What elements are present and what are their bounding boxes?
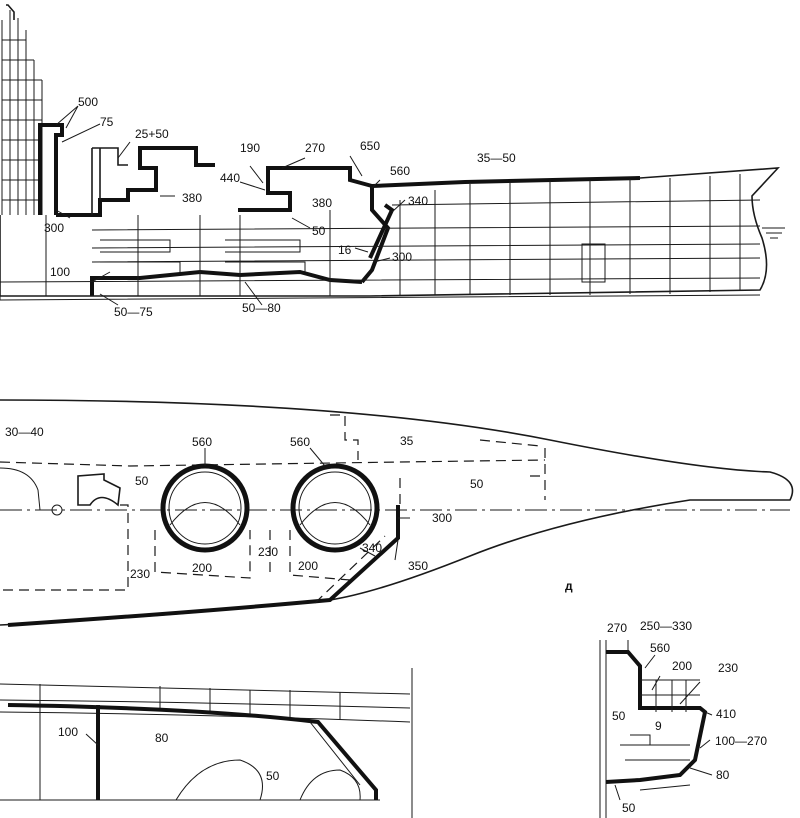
belt-armor-plan: [7, 505, 400, 627]
hull-outline: [0, 167, 780, 297]
plan-label-50-a: 50: [135, 474, 149, 488]
forward-superstructure-armor: [56, 146, 215, 217]
cs-label-560: 560: [650, 641, 670, 655]
cs-label-100-270: 100—270: [715, 734, 767, 748]
cs-label-9: 9: [655, 719, 662, 733]
label-50: 50: [312, 224, 326, 238]
cs-label-50-a: 50: [612, 709, 626, 723]
plan-label-200-a: 200: [192, 561, 212, 575]
label-35-50: 35—50: [477, 151, 516, 165]
plan-label-340: 340: [362, 541, 382, 555]
right-cross-section: 270 250—330 560 200 230 50 9 410 100—270…: [599, 619, 767, 818]
label-340: 340: [408, 194, 428, 208]
armored-deck-section: [7, 703, 378, 800]
conning-tower-armor: [38, 123, 64, 215]
barbette-1-armor: [238, 166, 373, 212]
label-440: 440: [220, 171, 240, 185]
main-deck-armor: [90, 269, 363, 296]
bottom-section-view: 100 80 50: [0, 668, 413, 818]
section-label-100: 100: [58, 725, 78, 739]
cs-label-200: 200: [672, 659, 692, 673]
plan-label-560-a: 560: [192, 435, 212, 449]
cs-label-270: 270: [607, 621, 627, 635]
cs-label-230: 230: [718, 661, 738, 675]
cs-label-410: 410: [716, 707, 736, 721]
turret-2: [290, 463, 380, 553]
cs-label-50-b: 50: [622, 801, 636, 815]
label-190: 190: [240, 141, 260, 155]
plan-label-30-40: 30—40: [5, 425, 44, 439]
plan-label-300: 300: [432, 511, 452, 525]
barbette-2-armor: [360, 186, 391, 284]
plan-label-560-b: 560: [290, 435, 310, 449]
label-650: 650: [360, 139, 380, 153]
label-25-50: 25+50: [135, 127, 169, 141]
label-16: 16: [338, 243, 352, 257]
label-500: 500: [78, 95, 98, 109]
label-50-80: 50—80: [242, 301, 281, 315]
plan-label-35: 35: [400, 434, 414, 448]
cs-label-250-330: 250—330: [640, 619, 692, 633]
label-100: 100: [50, 265, 70, 279]
label-380-b: 380: [312, 196, 332, 210]
label-75: 75: [100, 115, 114, 129]
label-380-a: 380: [182, 191, 202, 205]
section-label-80: 80: [155, 731, 169, 745]
plan-label-350: 350: [408, 559, 428, 573]
label-50-75: 50—75: [114, 305, 153, 319]
plan-label-50-b: 50: [470, 477, 484, 491]
label-300-b: 300: [392, 250, 412, 264]
mast-structure: [1, 4, 43, 215]
label-270: 270: [305, 141, 325, 155]
section-label-50: 50: [266, 769, 280, 783]
plan-label-200-b: 200: [298, 559, 318, 573]
label-560: 560: [390, 164, 410, 178]
turret-1: [160, 463, 250, 553]
cs-label-80: 80: [716, 768, 730, 782]
turret-roof-armor: [606, 650, 660, 710]
plan-label-230-b: 230: [258, 545, 278, 559]
plan-view: 30—40 35 50 50 560 560 300 340 350 230 2…: [0, 399, 794, 627]
view-letter: д: [565, 579, 573, 593]
plan-label-230-a: 230: [130, 567, 150, 581]
label-300: 300: [44, 221, 64, 235]
side-profile-view: 500 75 25+50 300 380 190 270 650 440 380…: [0, 4, 785, 319]
